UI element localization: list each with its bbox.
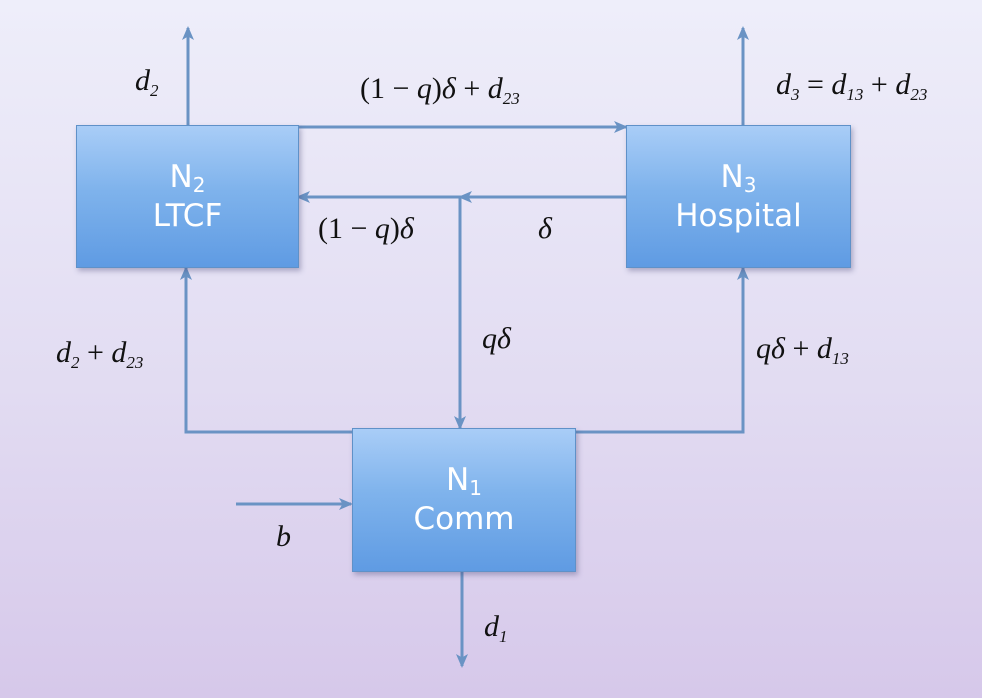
- node-n2-name: LTCF: [152, 197, 223, 234]
- node-n3-hospital: N3 Hospital: [626, 125, 851, 268]
- label-flow-n2-n3: (1 − q)δ + d23: [360, 72, 520, 108]
- arrow-n1-to-n2: [180, 266, 352, 434]
- label-b: b: [276, 520, 291, 553]
- node-n1-comm: N1 Comm: [352, 428, 576, 572]
- node-n3-symbol: N3: [720, 158, 757, 197]
- node-n1-name: Comm: [413, 501, 515, 537]
- node-n1-symbol: N1: [446, 462, 482, 501]
- label-d3-equation: d3 = d13 + d23: [776, 68, 928, 104]
- node-n2-ltcf: N2 LTCF: [76, 125, 299, 268]
- node-n3-name: Hospital: [675, 197, 802, 234]
- label-q-delta: qδ: [482, 322, 511, 355]
- label-d2-top: d2: [135, 64, 159, 100]
- label-d1: d1: [484, 610, 508, 646]
- label-d2-plus-d23: d2 + d23: [56, 336, 144, 372]
- label-flow-back-n2: (1 − q)δ: [318, 212, 414, 245]
- label-delta: δ: [538, 212, 552, 245]
- node-n2-symbol: N2: [169, 158, 206, 197]
- label-q-delta-plus-d13: qδ + d13: [756, 332, 849, 368]
- arrow-n1-to-n3: [576, 266, 749, 434]
